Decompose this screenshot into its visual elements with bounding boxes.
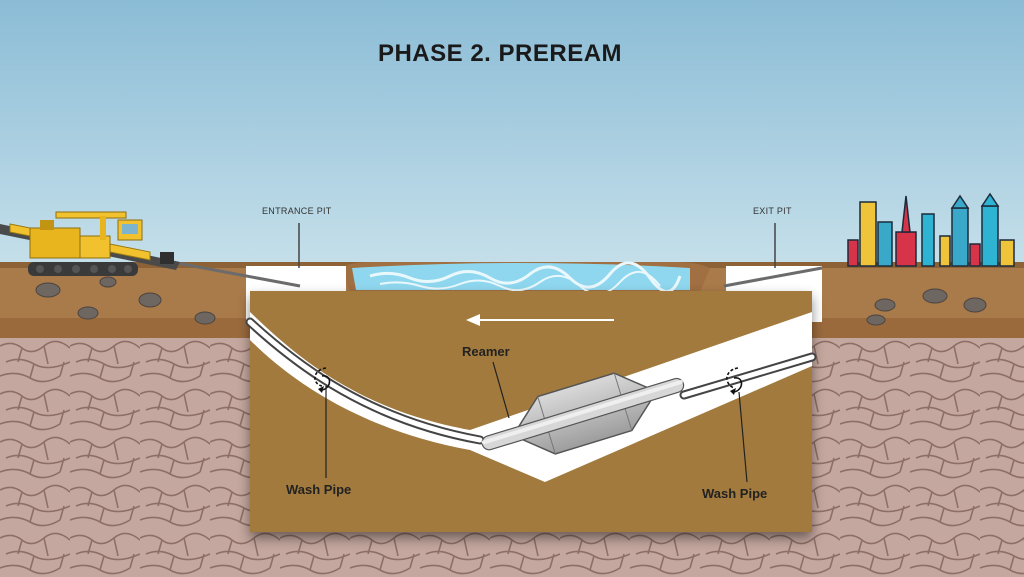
surface-rocks xyxy=(35,276,987,326)
rotation-arrow-icon xyxy=(314,367,743,393)
sky xyxy=(0,0,1024,270)
wash-pipe-right-leader xyxy=(738,391,748,483)
river-icon xyxy=(340,261,710,295)
reamer-icon xyxy=(481,372,685,455)
reamer-leader xyxy=(492,361,510,419)
entrance-pit-label: ENTRANCE PIT xyxy=(262,206,332,216)
reamer-label: Reamer xyxy=(462,344,510,359)
rotation-arrowhead-left xyxy=(318,386,324,393)
wash-pipe-left-label: Wash Pipe xyxy=(286,482,352,497)
diagram-title: PHASE 2. PREREAM xyxy=(377,40,623,67)
rotation-arrowhead-right xyxy=(730,388,736,395)
drilling-rig-icon xyxy=(0,211,180,276)
wash-pipe-right-label: Wash Pipe xyxy=(702,486,768,501)
direction-arrow-icon xyxy=(466,314,614,326)
exit-pit-label: EXIT PIT xyxy=(753,206,792,216)
city-skyline-icon xyxy=(847,192,1015,267)
drill-pipe-exit xyxy=(723,266,823,288)
